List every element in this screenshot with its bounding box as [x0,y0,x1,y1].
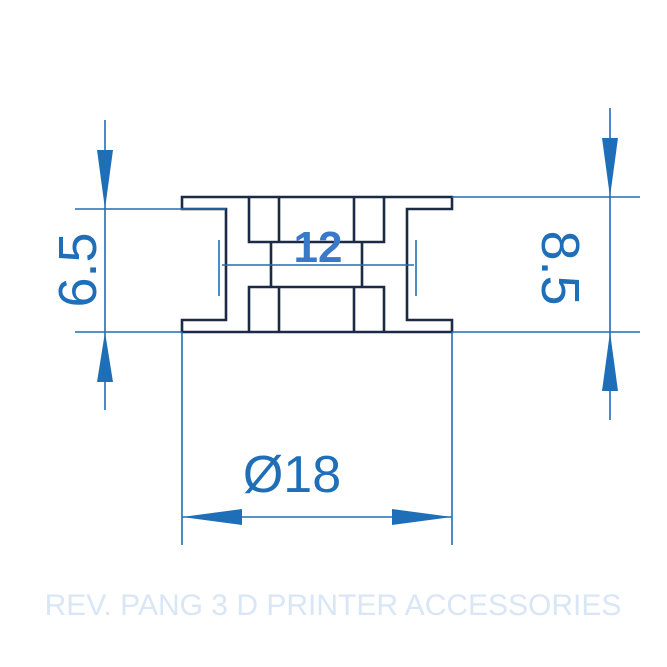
watermark: REV. PANG 3 D PRINTER ACCESSORIES [45,589,622,622]
dimension-12: 12 [218,223,417,296]
dimension-8-5-label: 8.5 [530,230,590,305]
dimension-12-label: 12 [294,223,343,272]
dimension-diameter-18: Ø18 [181,332,453,545]
dimension-6-5: 6.5 [48,120,226,410]
dimension-8-5: 8.5 [452,108,640,420]
dimension-6-5-label: 6.5 [48,232,108,307]
dimension-diameter-label: Ø18 [243,446,341,504]
